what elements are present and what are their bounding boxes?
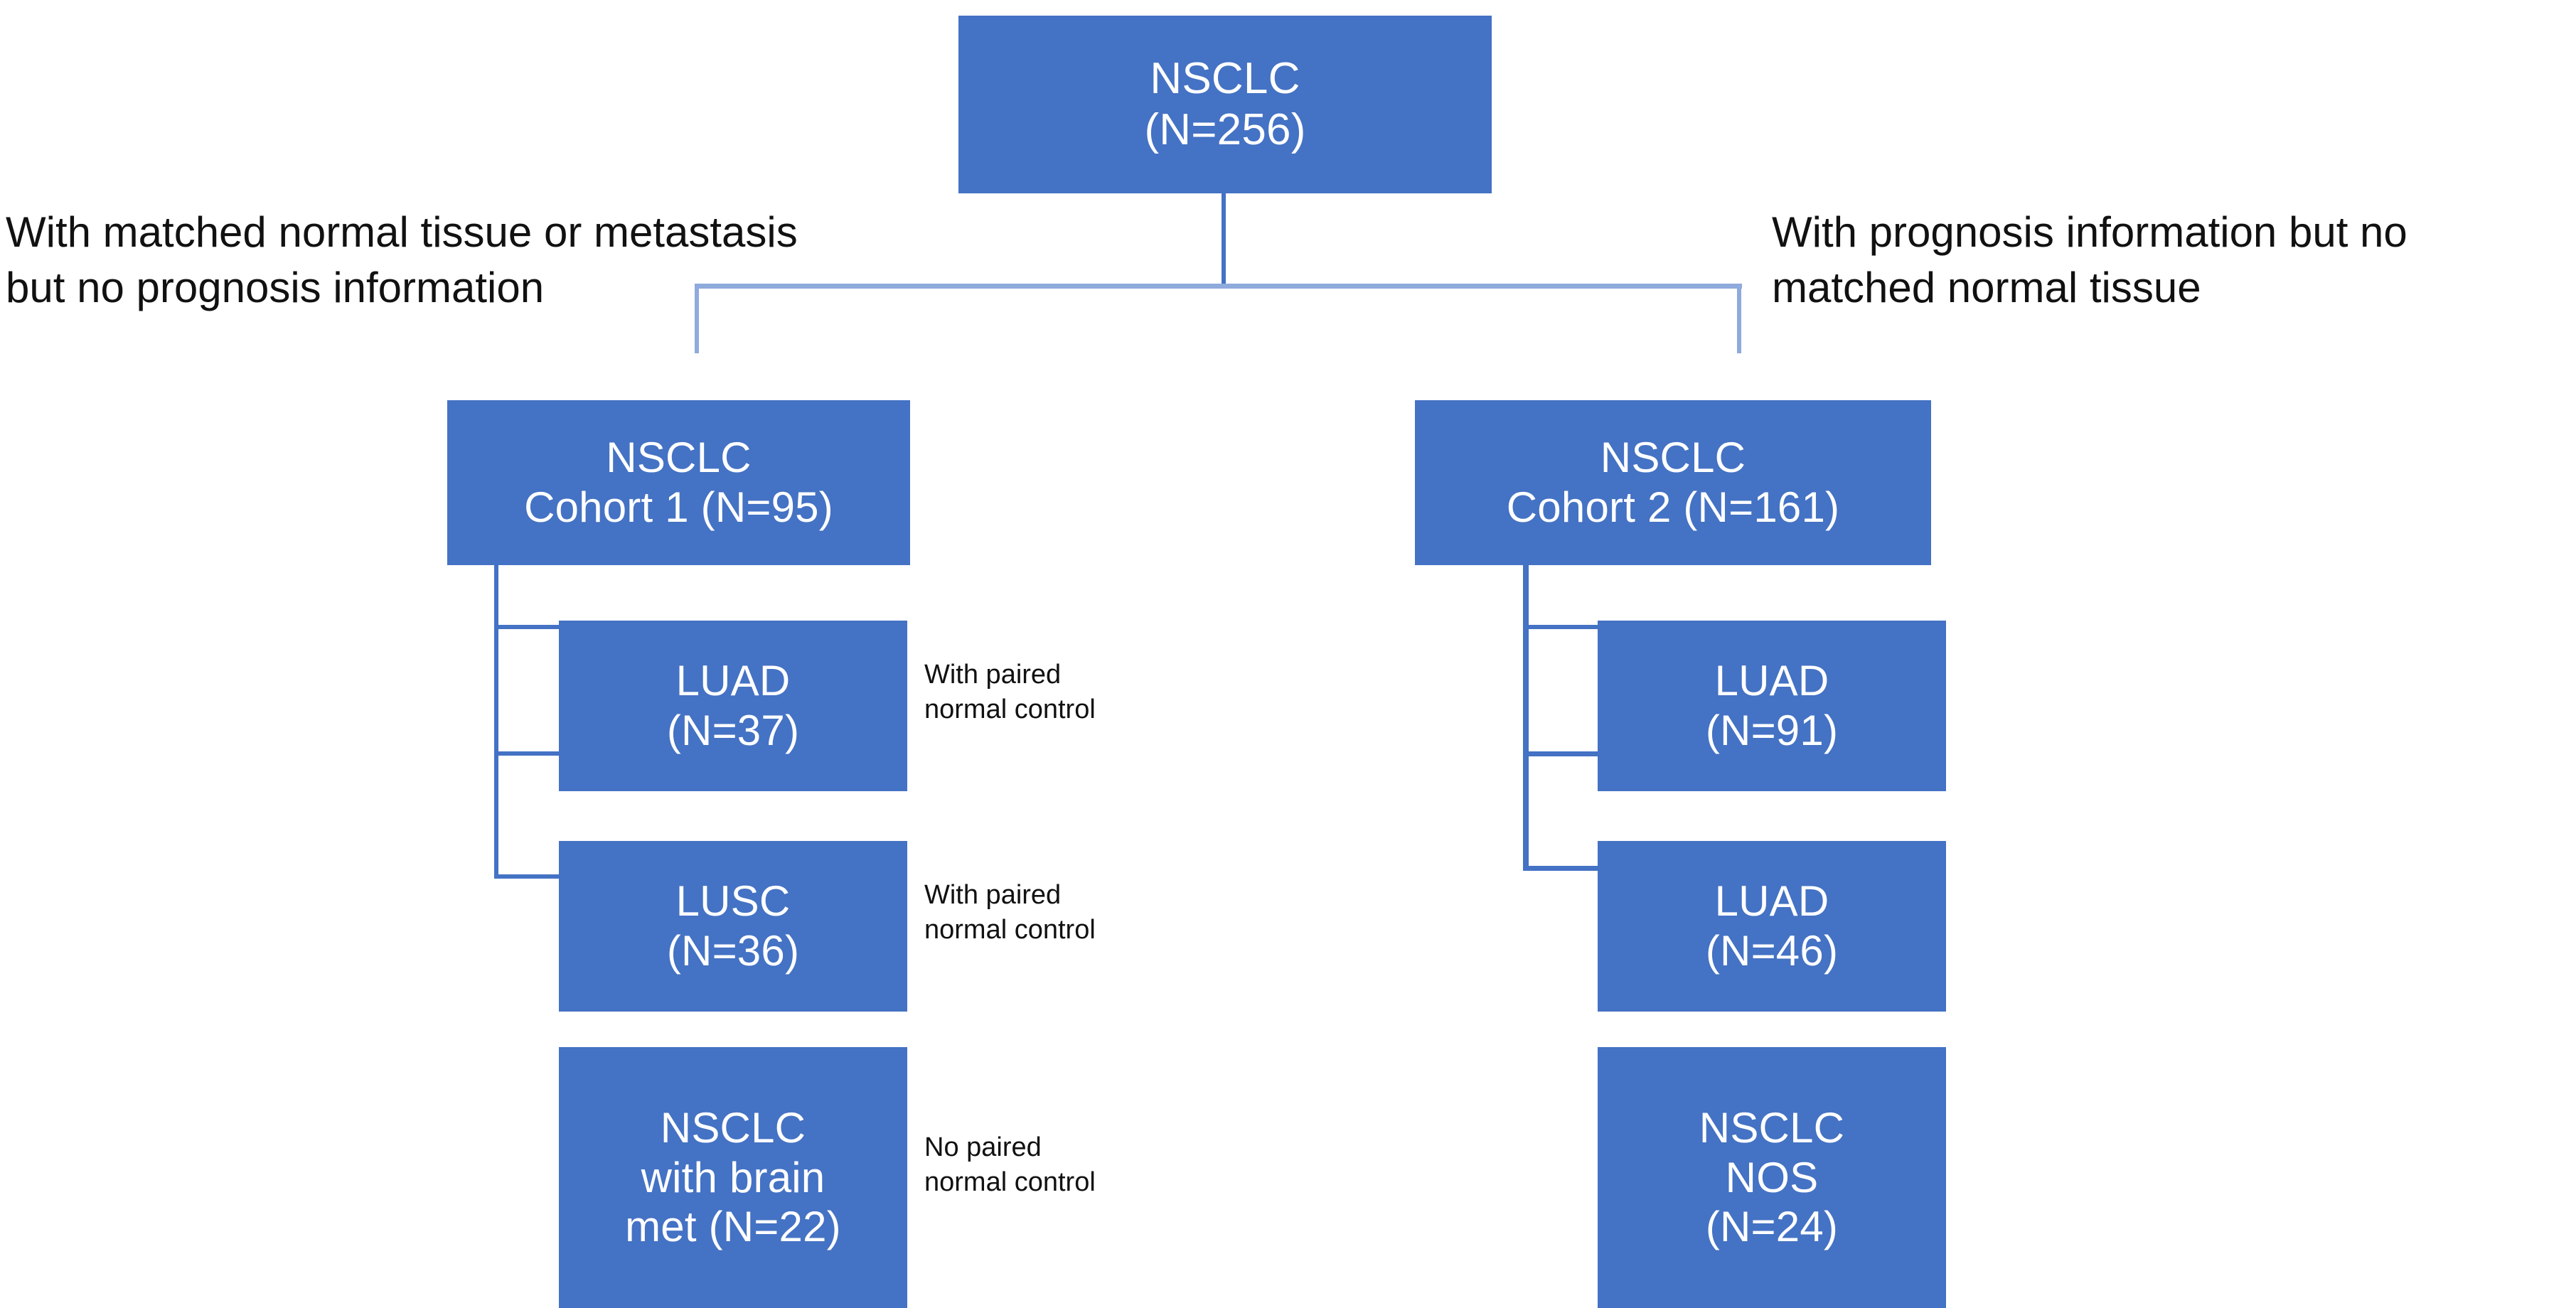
- brace-horizontal-bar: [697, 284, 1742, 289]
- cohort-2-branch-2: [1523, 751, 1600, 756]
- brace-stem: [1222, 193, 1226, 287]
- cohort-1-branch-1: [494, 625, 561, 629]
- sidenote-cohort1-luad: With paired normal control: [924, 660, 1096, 725]
- sidenote-cohort1-lusc: With paired normal control: [924, 880, 1096, 945]
- node-cohort1-lusc: LUSC (N=36): [559, 841, 907, 1012]
- node-nsclc-root: NSCLC (N=256): [958, 16, 1492, 193]
- sidenote-cohort1-brain-met: No paired normal control: [924, 1132, 1096, 1198]
- branch-annotation-left: With matched normal tissue or metastasis…: [6, 208, 798, 311]
- cohort-1-trunk: [494, 565, 498, 879]
- cohort-1-branch-2: [494, 751, 561, 756]
- node-cohort-1: NSCLC Cohort 1 (N=95): [447, 400, 910, 565]
- cohort-2-trunk: [1523, 565, 1529, 871]
- branch-annotation-right: With prognosis information but no matche…: [1772, 208, 2407, 311]
- node-cohort1-brain-met: NSCLC with brain met (N=22): [559, 1047, 907, 1308]
- brace-leg-left: [695, 284, 699, 353]
- node-cohort2-luad-46: LUAD (N=46): [1598, 841, 1946, 1012]
- cohort-1-branch-3: [494, 874, 561, 879]
- node-cohort2-nsclc-nos: NSCLC NOS (N=24): [1598, 1047, 1946, 1308]
- node-cohort1-luad: LUAD (N=37): [559, 621, 907, 791]
- brace-leg-right: [1737, 284, 1741, 353]
- node-cohort2-luad-91: LUAD (N=91): [1598, 621, 1946, 791]
- cohort-2-branch-3: [1523, 866, 1600, 871]
- node-cohort-2: NSCLC Cohort 2 (N=161): [1415, 400, 1931, 565]
- cohort-2-branch-1: [1523, 625, 1600, 629]
